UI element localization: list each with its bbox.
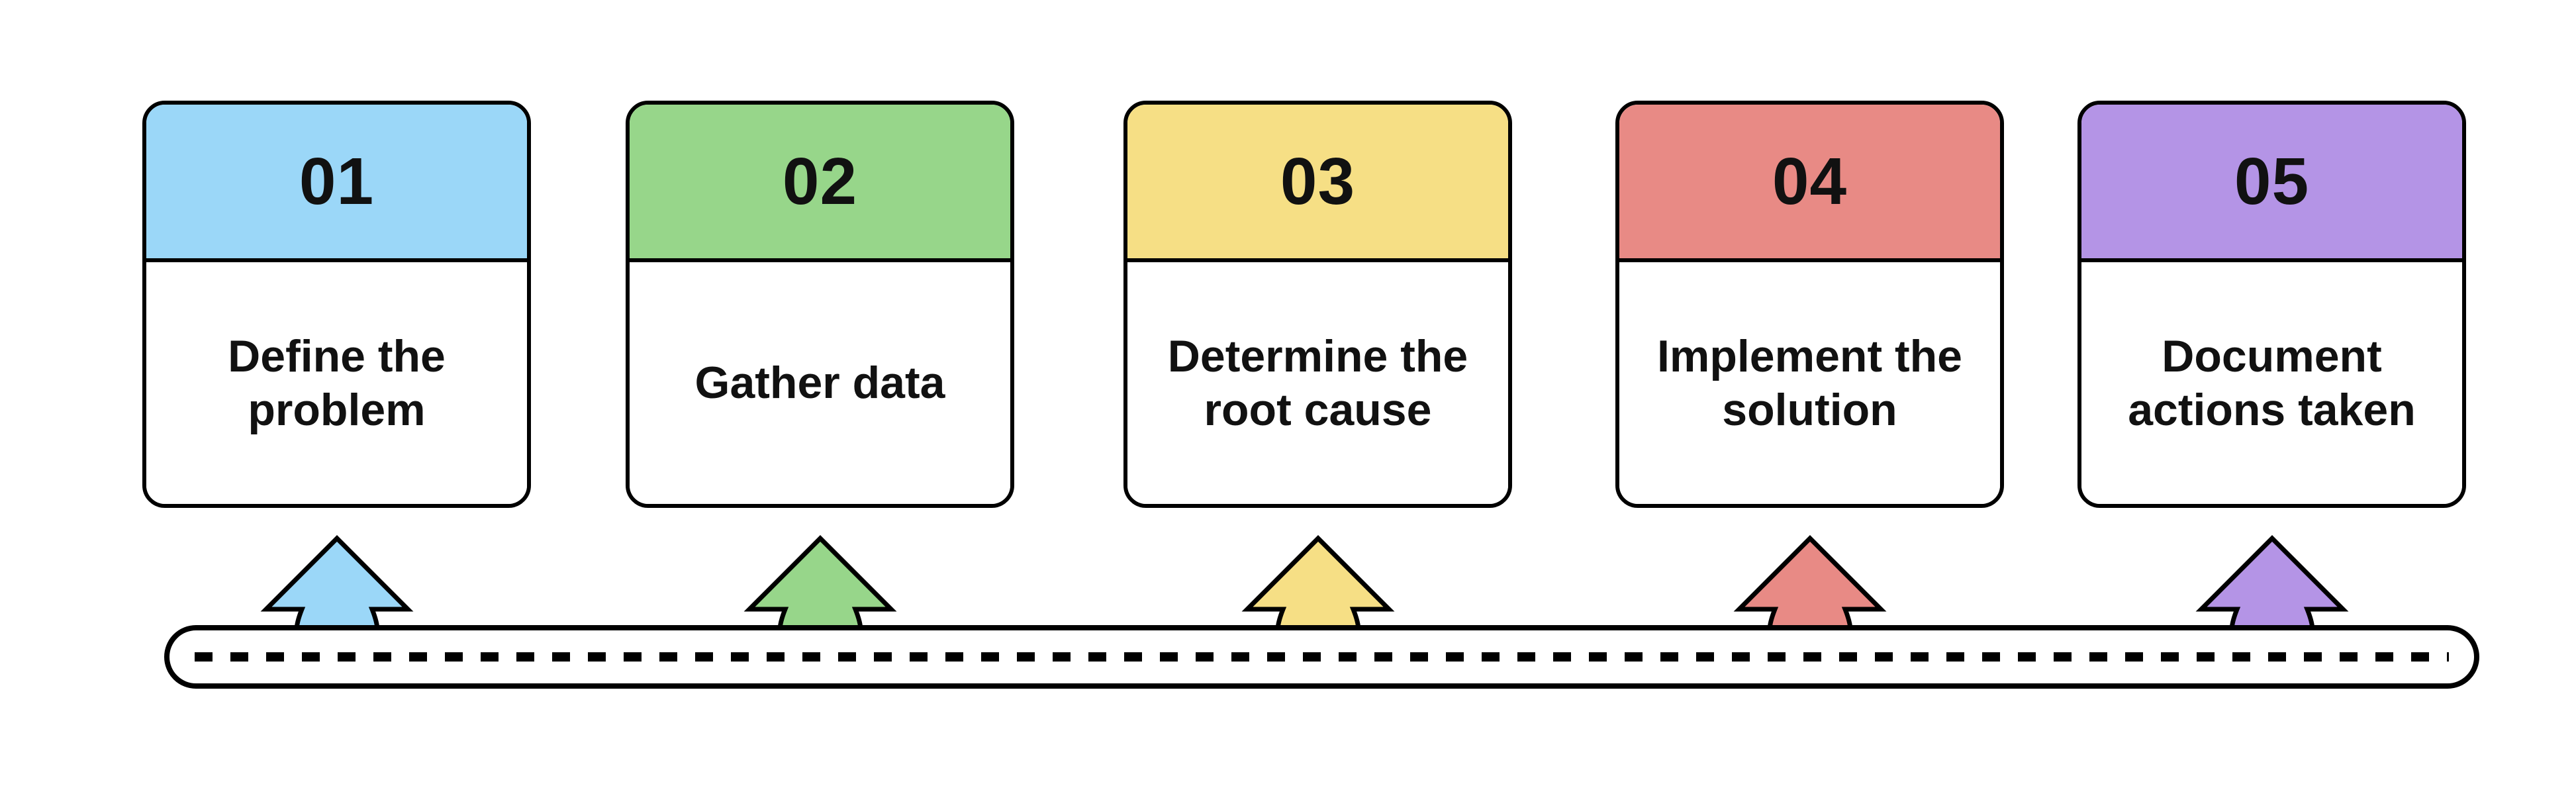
up-arrow-icon-02 <box>743 535 897 633</box>
step-card-body-02: Gather data <box>630 262 1010 504</box>
step-number-05: 05 <box>2234 144 2310 219</box>
step-card-01[interactable]: 01 Define the problem <box>142 101 531 508</box>
up-arrow-icon-01 <box>260 535 414 633</box>
step-label-02: Gather data <box>694 358 945 409</box>
step-card-body-05: Document actions taken <box>2081 262 2462 504</box>
step-number-03: 03 <box>1280 144 1356 219</box>
roadmap-road-bar <box>164 625 2479 689</box>
up-arrow-icon-03 <box>1241 535 1395 633</box>
step-number-02: 02 <box>782 144 858 219</box>
step-card-body-03: Determine the root cause <box>1127 262 1508 504</box>
step-number-04: 04 <box>1772 144 1848 219</box>
step-card-header-01: 01 <box>146 105 527 262</box>
step-card-header-04: 04 <box>1619 105 2000 262</box>
step-card-03[interactable]: 03 Determine the root cause <box>1123 101 1512 508</box>
up-arrow-icon-04 <box>1733 535 1887 633</box>
step-card-header-02: 02 <box>630 105 1010 262</box>
step-card-header-03: 03 <box>1127 105 1508 262</box>
up-arrow-icon-05 <box>2195 535 2349 633</box>
step-card-05[interactable]: 05 Document actions taken <box>2077 101 2466 508</box>
step-card-04[interactable]: 04 Implement the solution <box>1615 101 2004 508</box>
step-number-01: 01 <box>299 144 375 219</box>
step-label-05: Document actions taken <box>2128 331 2416 435</box>
step-label-04: Implement the solution <box>1657 331 1962 435</box>
step-card-header-05: 05 <box>2081 105 2462 262</box>
step-label-01: Define the problem <box>228 331 446 435</box>
step-card-body-04: Implement the solution <box>1619 262 2000 504</box>
step-card-02[interactable]: 02 Gather data <box>626 101 1014 508</box>
step-label-03: Determine the root cause <box>1167 331 1468 435</box>
step-card-body-01: Define the problem <box>146 262 527 504</box>
road-outline <box>164 625 2479 689</box>
